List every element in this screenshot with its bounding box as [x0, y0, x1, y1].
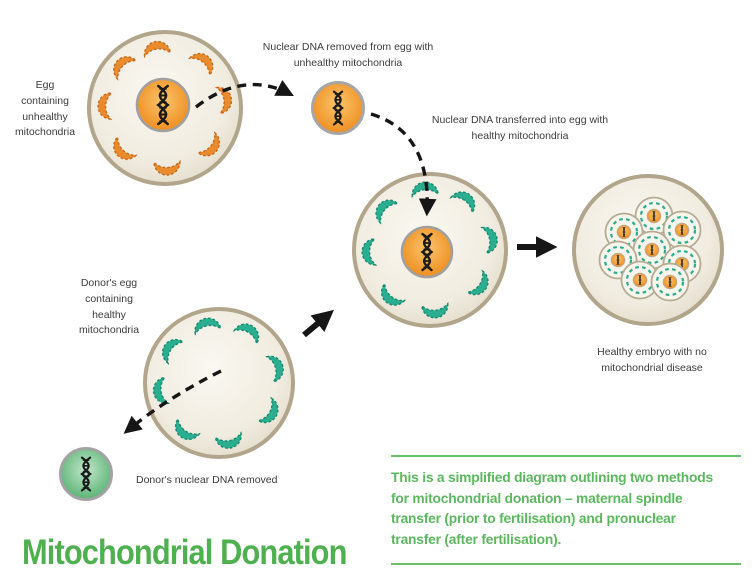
label-healthy-embryo: Healthy embryo with no mitochondrial dis… — [597, 346, 707, 374]
egg-membrane — [143, 307, 295, 459]
nucleus — [135, 77, 191, 133]
unhealthy-egg-cell — [87, 30, 243, 186]
donor-egg-cell — [143, 307, 295, 459]
label-nuclear-dna-transferred: Nuclear DNA transferred into egg with he… — [431, 114, 609, 142]
label-nuclear-dna-removed: Nuclear DNA removed from egg with unheal… — [262, 41, 434, 69]
removed-nuclear-dna — [311, 81, 365, 135]
caption-text: This is a simplified diagram outlining t… — [391, 470, 713, 548]
label-donor-egg: Donor's egg containing healthy mitochond… — [78, 277, 140, 337]
reconstructed-egg-cell — [352, 172, 508, 328]
arrow-donor-to-reconstructed — [302, 309, 334, 338]
donor-removed-nuclear-dna — [59, 447, 113, 501]
healthy-embryo-cell — [572, 174, 724, 326]
label-donor-dna-removed: Donor's nuclear DNA removed — [136, 474, 278, 486]
page-title: Mitochondrial Donation — [22, 533, 347, 572]
label-unhealthy-egg: Egg containing unhealthy mitochondria — [14, 79, 76, 139]
nucleus — [400, 225, 454, 279]
blastomere-cells — [598, 196, 702, 302]
caption-box: This is a simplified diagram outlining t… — [391, 455, 741, 565]
